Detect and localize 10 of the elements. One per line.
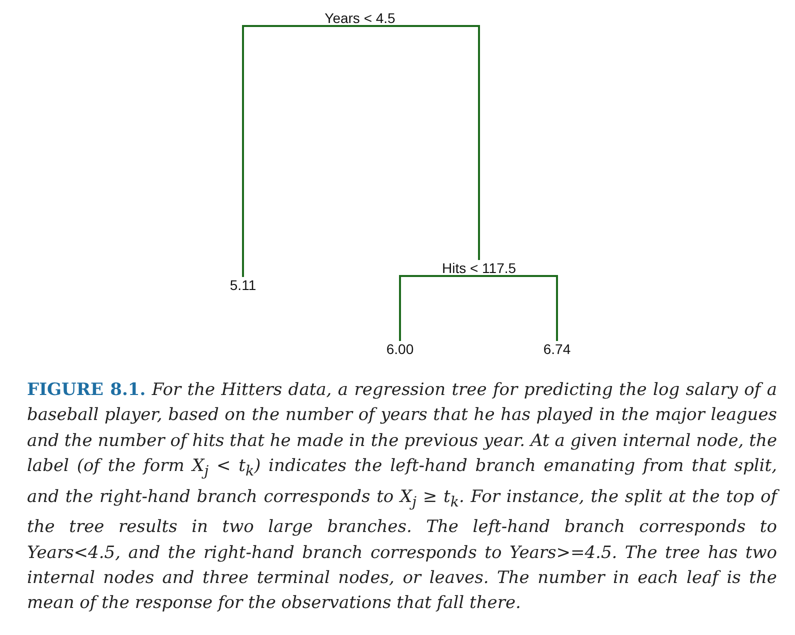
tree-branch <box>479 275 558 341</box>
tree-branch <box>399 275 479 341</box>
tree-branch <box>360 25 480 260</box>
node-label: 6.74 <box>537 341 577 357</box>
figure-caption: FIGURE 8.1. For the Hitters data, a regression tree for predicting the log salary of a baseball player, based on the number of years that he has played in the major leagues and the number of hits that he made in the previous year. At a given internal node, the label (of the form X$_{j}$ < t$_{k}$) indicates the left-hand branch emanating from that split, and the right-hand branch corresponds to X$_{j}$ ≥ t$_{k}$. For instance, the split at the top of the tree results in two large branches. The left-hand branch corresponds to Years<4.5, and the right-hand branch corresponds to Years>=4.5. The tree has two internal nodes and three terminal nodes, or leaves. The number in each leaf is the mean of the response for the observations that fall there. <box>27 379 777 616</box>
node-label: 6.00 <box>380 341 420 357</box>
node-label: Hits < 117.5 <box>434 260 524 276</box>
tree-branch <box>242 25 360 277</box>
node-label: Years < 4.5 <box>320 10 400 26</box>
node-label: 5.11 <box>223 277 263 293</box>
